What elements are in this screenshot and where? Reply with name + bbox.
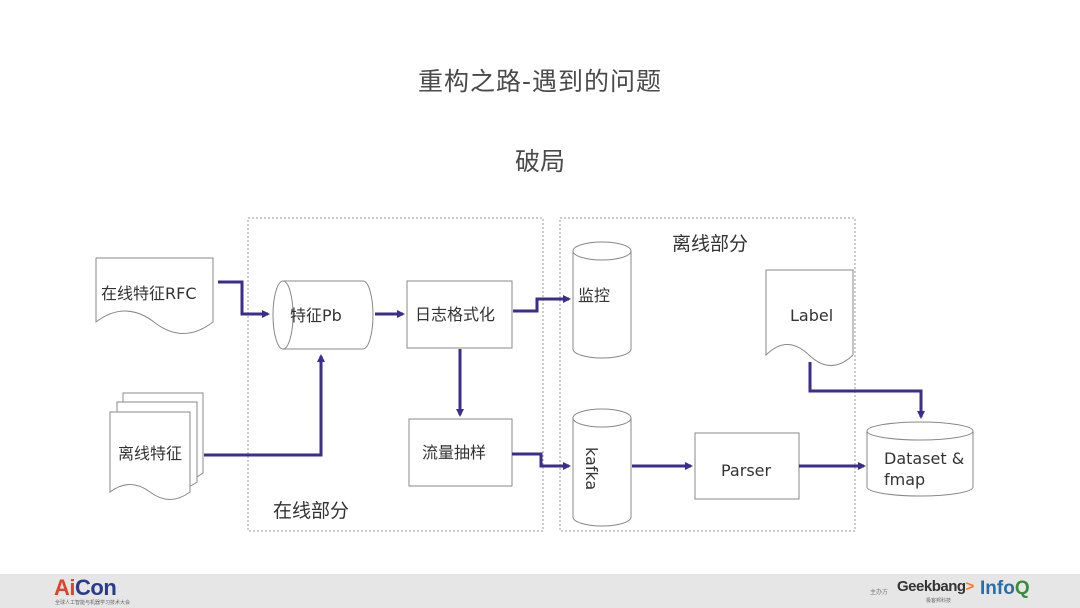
- kafka-cylinder-rim: [572, 417, 632, 428]
- aicon-logo-prefix: Ai: [54, 575, 76, 600]
- arrow-rfc-to-feature-pb: [218, 280, 270, 318]
- arrow-offline-to-feature-pb: [204, 354, 325, 457]
- slide-title: 重构之路-遇到的问题: [417, 67, 663, 96]
- offline-feature-doc-front: [109, 411, 191, 500]
- monitor-cylinder: [572, 241, 632, 359]
- feature-pb-label: 特征Pb: [290, 306, 342, 325]
- geekbang-logo: Geekbang>: [897, 578, 974, 595]
- sponsor-label: 主办方: [870, 589, 889, 596]
- slide-subtitle: 破局: [514, 147, 565, 176]
- dataset-cylinder-rim: [866, 430, 974, 441]
- arrow-log-format-to-monitor: [513, 295, 571, 313]
- kafka-label: kafka: [582, 447, 601, 490]
- dataset-label-line2: fmap: [884, 470, 925, 489]
- traffic-sample-box: [408, 418, 513, 487]
- parser-label: Parser: [721, 461, 771, 480]
- footer-bar: AiCon 全球人工智能与机器学习技术大会 主办方 Geekbang> 极客邦科…: [0, 574, 1080, 608]
- infoq-logo-main: Info: [980, 578, 1015, 599]
- arrow-label-to-dataset: [808, 362, 925, 419]
- online-rfc-label: 在线特征RFC: [101, 284, 197, 303]
- traffic-sample-label: 流量抽样: [422, 443, 486, 462]
- dataset-label-line1: Dataset &: [884, 449, 964, 468]
- dataset-cylinder: [866, 421, 974, 497]
- monitor-cylinder-rim: [572, 250, 632, 261]
- geekbang-logo-text: Geekbang: [897, 578, 966, 595]
- monitor-label: 监控: [578, 286, 610, 305]
- aicon-logo: AiCon: [54, 575, 117, 601]
- feature-pb-cylinder: [272, 280, 374, 350]
- feature-pb-cylinder-edge: [282, 280, 294, 350]
- geekbang-logo-suffix: >: [965, 578, 975, 595]
- aicon-logo-main: Con: [75, 575, 117, 600]
- log-format-label: 日志格式化: [415, 305, 495, 324]
- arrow-traffic-sample-to-kafka: [512, 452, 571, 470]
- infoq-logo-q: Q: [1014, 578, 1030, 599]
- offline-feature-label: 离线特征: [118, 444, 182, 463]
- kafka-cylinder: [572, 408, 632, 527]
- log-format-box: [406, 280, 513, 349]
- architecture-diagram: 在线部分 离线部分 在线特征RFC 离线特征 特征Pb 日志格式化 流量抽样 监…: [95, 217, 974, 532]
- label-doc-shape: [765, 269, 854, 366]
- geekbang-logo-subtitle: 极客邦科技: [926, 598, 952, 604]
- online-group-label: 在线部分: [273, 500, 349, 522]
- online-rfc-doc-shape: [95, 257, 214, 334]
- offline-group-label: 离线部分: [672, 233, 748, 255]
- parser-box: [694, 432, 800, 500]
- aicon-logo-subtitle: 全球人工智能与机器学习技术大会: [55, 600, 131, 606]
- infoq-logo: InfoQ: [980, 578, 1030, 600]
- label-node-label: Label: [790, 306, 833, 325]
